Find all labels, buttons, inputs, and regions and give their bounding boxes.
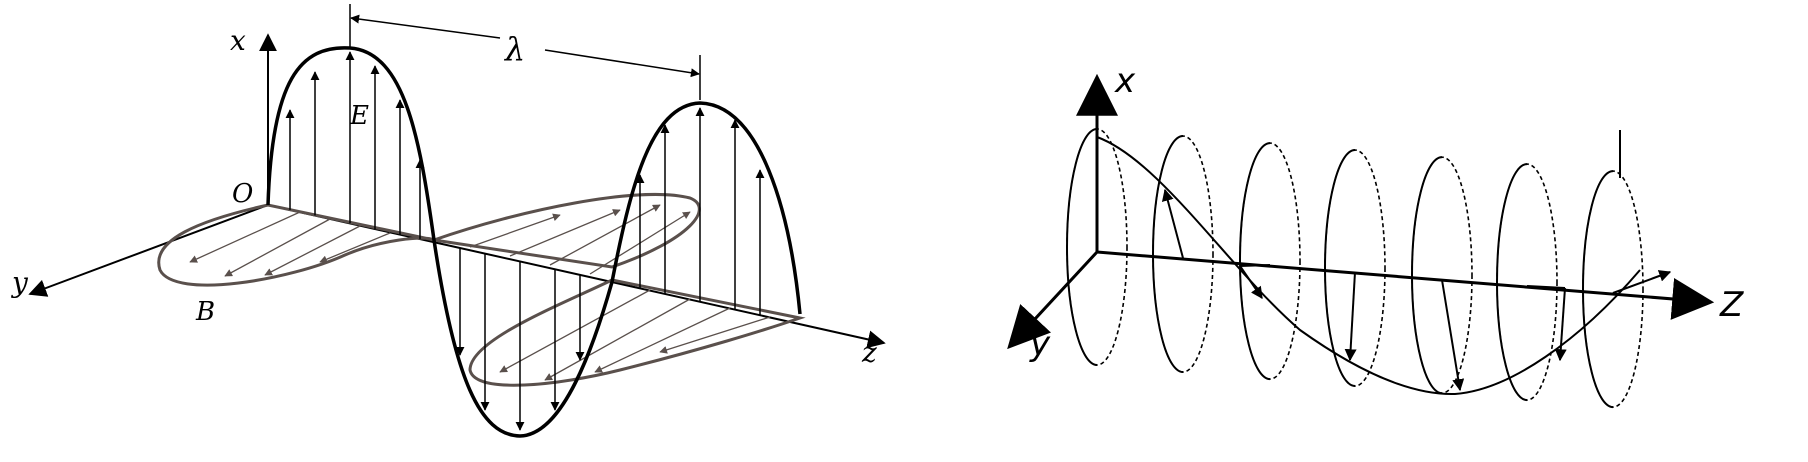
linear-wave-diagram: x y z O E B λ <box>10 4 886 438</box>
polarization-ring-front <box>1411 156 1443 395</box>
right-z-axis-label: Z <box>1719 285 1744 325</box>
b-field-arrow <box>499 289 651 373</box>
polarization-vector-arrow <box>1554 287 1567 362</box>
b-field-arrow <box>509 209 621 257</box>
b-field-arrow <box>189 211 301 263</box>
right-x-axis-label: x <box>1114 61 1136 101</box>
origin-label: O <box>232 179 253 209</box>
polarization-vector-arrow <box>1612 270 1672 294</box>
left-z-axis-label: z <box>861 336 877 369</box>
polarization-spoke-base <box>1526 285 1566 289</box>
b-field-arrow <box>469 213 561 248</box>
e-field-label: E <box>349 101 369 131</box>
polarization-vector-arrow <box>1344 271 1357 362</box>
y-axis-line <box>28 204 269 297</box>
polarization-ring-front <box>1496 163 1528 402</box>
wavelength-arrow-right <box>544 49 700 78</box>
b-field-arrow <box>659 316 771 354</box>
b-field-lobe-1 <box>157 203 435 287</box>
polarization-ring-front <box>1582 170 1614 409</box>
polarization-ring-front <box>1239 142 1271 381</box>
b-field-arrow <box>319 232 391 263</box>
right-y-axis-label: y <box>1029 324 1051 364</box>
left-y-axis-label: y <box>10 266 29 299</box>
polarization-vectors <box>1161 188 1672 392</box>
left-x-axis-label: x <box>230 24 246 57</box>
right-y-axis-line <box>1007 250 1099 350</box>
polarization-vector-arrow <box>1441 279 1465 392</box>
b-field-arrows <box>189 204 771 381</box>
b-field-arrow <box>224 218 331 277</box>
wavelength-label: λ <box>503 30 525 68</box>
b-field-arrow <box>264 225 361 276</box>
polarization-spoke-base <box>1239 264 1271 267</box>
polarization-ring-front <box>1066 128 1098 366</box>
b-field-arrow <box>544 298 691 381</box>
right-z-axis-line <box>1096 250 1715 320</box>
polarization-ring-front <box>1152 135 1184 374</box>
circular-polarization-diagram: x y Z <box>1007 61 1744 409</box>
b-field-label: B <box>195 297 215 327</box>
e-field-arrows <box>285 51 765 431</box>
polarization-rings <box>1066 128 1644 409</box>
wavelength-arrow-left <box>350 14 501 39</box>
polarization-ring-front <box>1324 149 1356 388</box>
polarization-vector-arrow <box>1239 265 1263 299</box>
helix-tip-path <box>1096 136 1641 396</box>
polarization-vector-arrow <box>1161 188 1184 259</box>
b-field-arrow <box>594 307 731 373</box>
b-field-arrow <box>549 204 661 266</box>
e-field-wave <box>266 46 802 438</box>
b-field-lobe-2 <box>433 192 701 269</box>
